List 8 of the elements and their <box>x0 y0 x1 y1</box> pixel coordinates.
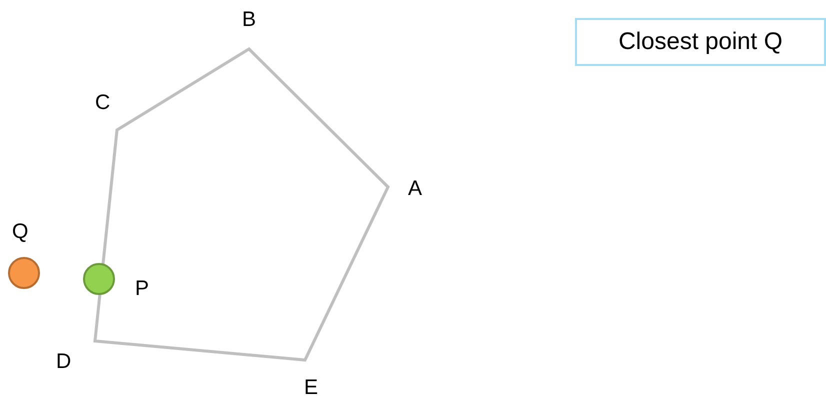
text-box: Closest point Q <box>575 18 826 66</box>
point-label: Q <box>12 220 28 244</box>
vertex-label: B <box>242 8 256 32</box>
point-label: P <box>135 277 150 301</box>
vertex-label: E <box>304 376 318 400</box>
vertex-label: D <box>56 350 72 374</box>
vertex-label: C <box>95 91 110 115</box>
vertex-label: A <box>408 177 422 201</box>
